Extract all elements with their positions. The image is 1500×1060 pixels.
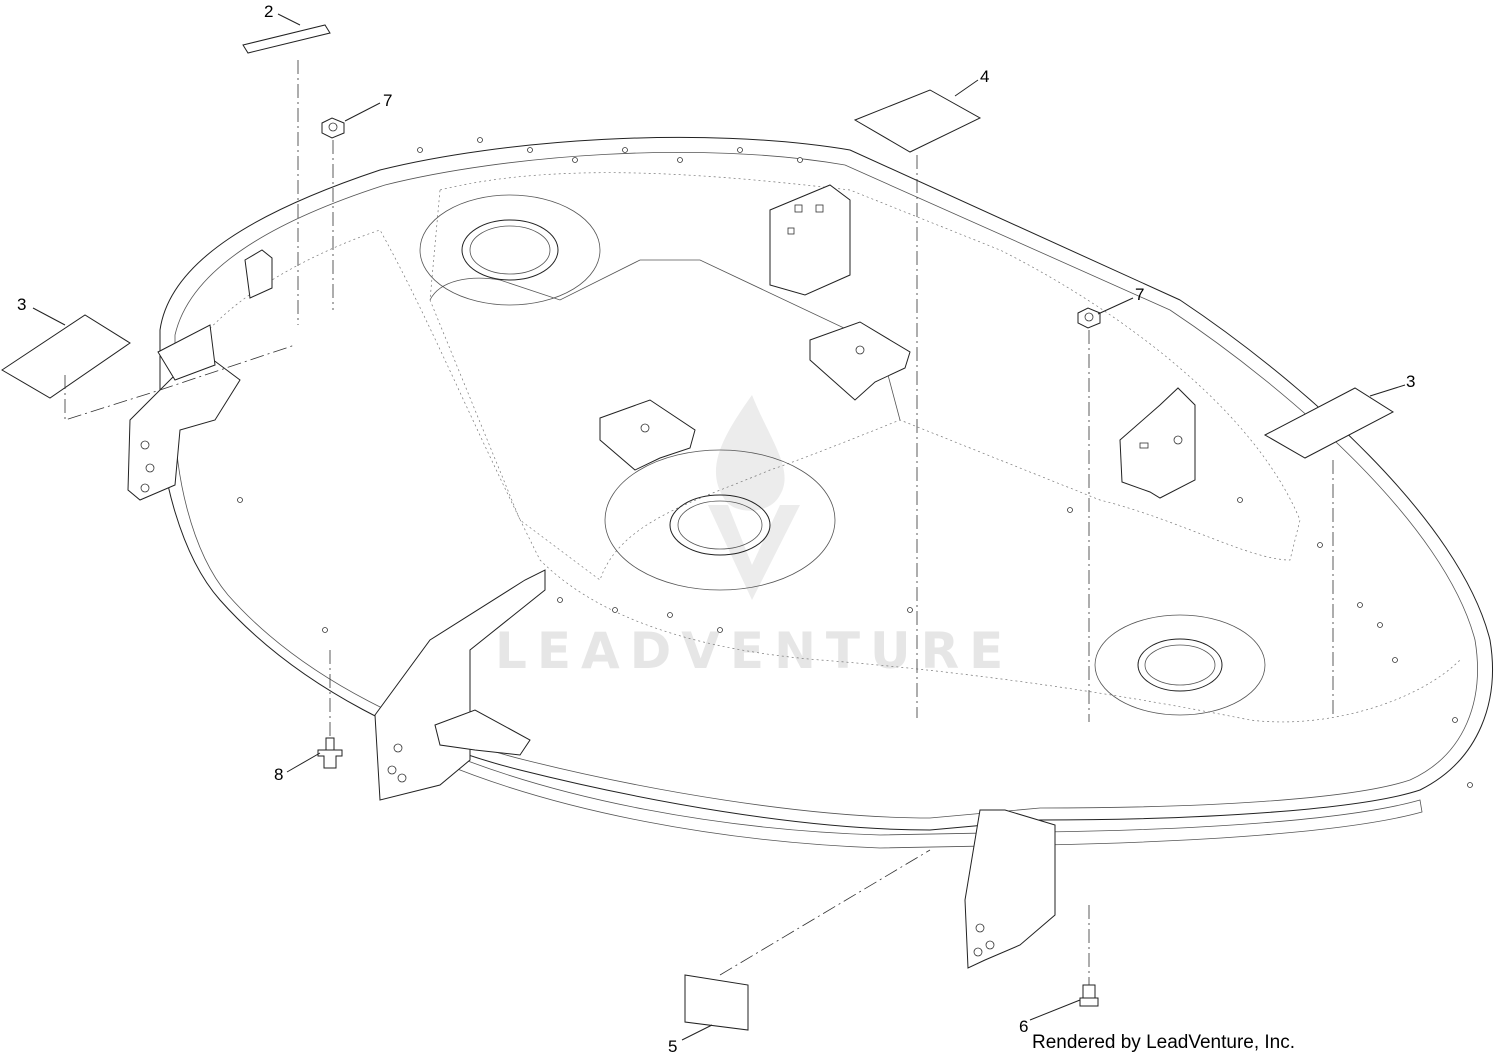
bolt-8: [317, 737, 343, 769]
nut-7-left: [321, 117, 345, 139]
callout-7-left: 7: [383, 91, 392, 110]
bolt-6: [1079, 984, 1099, 1007]
decal-5: [684, 974, 749, 1031]
nut-7-right: [1077, 307, 1101, 329]
leader-lines: [32, 13, 1406, 1041]
front-left-bracket: [374, 569, 546, 801]
deck-shell: [159, 136, 1493, 849]
spindle-left: [419, 194, 601, 306]
decal-3-right: [1263, 387, 1395, 459]
spindle-center: [604, 449, 836, 591]
watermark-flame-icon: [708, 395, 800, 600]
callouts: 2 7 4 3 7 3 8 5 6: [17, 2, 1415, 1056]
left-bracket: [127, 249, 273, 501]
watermark: LEADVENTURE: [495, 395, 1013, 680]
right-hanger-bracket: [1119, 387, 1196, 499]
callout-6: 6: [1019, 1017, 1028, 1036]
rear-hanger-bracket: [769, 184, 851, 296]
watermark-text: LEADVENTURE: [495, 622, 1013, 680]
callout-3-right: 3: [1406, 372, 1415, 391]
callout-8: 8: [274, 765, 283, 784]
callout-5: 5: [668, 1037, 677, 1056]
rim-holes: [237, 137, 1473, 788]
front-right-bracket: [964, 809, 1056, 969]
decal-4: [853, 89, 982, 153]
decal-3-left: [1, 314, 131, 399]
render-credit: Rendered by LeadVenture, Inc.: [1032, 1032, 1295, 1053]
callout-4: 4: [980, 67, 989, 86]
callout-3-left: 3: [17, 295, 26, 314]
callout-2: 2: [264, 2, 273, 21]
spindle-plate: [429, 172, 1301, 581]
decal-2: [242, 24, 331, 54]
spindle-right: [1094, 614, 1266, 716]
center-bracket: [599, 321, 911, 471]
assembly-lines: [64, 60, 1334, 985]
callout-7-right: 7: [1135, 285, 1144, 304]
